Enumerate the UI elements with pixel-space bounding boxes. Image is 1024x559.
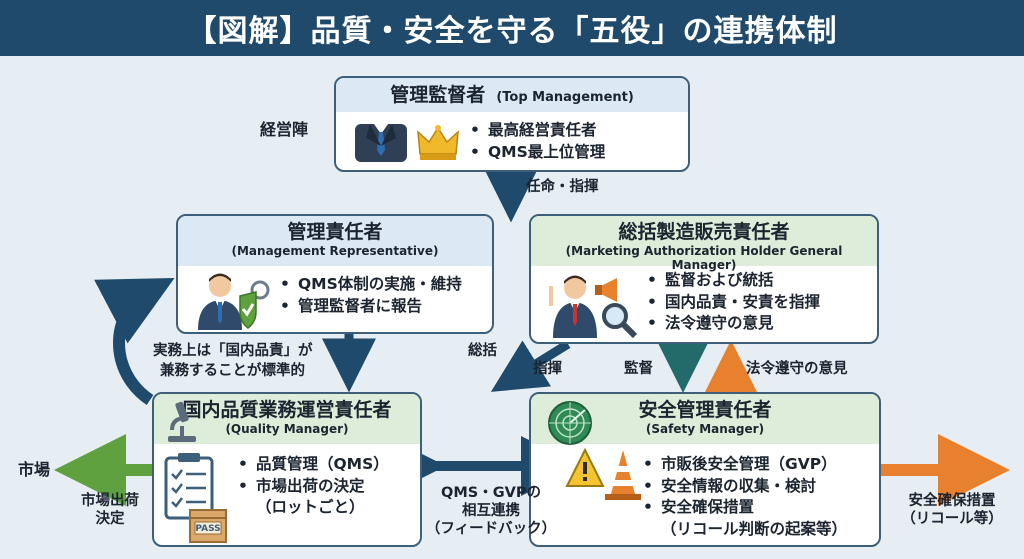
quality-manager-bullets: 品質管理（QMS） 市場出荷の決定 （ロットごと） — [234, 454, 389, 519]
top-management-title-en: (Top Management) — [496, 90, 634, 105]
executive-label: 経営陣 — [260, 120, 309, 139]
safety-manager-box: 安全管理責任者 (Safety Manager) 市販後安全管理（GVP） 安全… — [529, 392, 881, 547]
release-label-line1: 市場出荷 — [81, 493, 139, 509]
top-management-bullets: 最高経営責任者 QMS最上位管理 — [466, 120, 605, 163]
clipboard-checklist-icon: PASS — [164, 453, 227, 543]
appoint-label: 任命・指揮 — [526, 179, 599, 195]
general-manager-box: 総括製造販売責任者 (Marketing Authorization Holde… — [529, 214, 879, 344]
top-management-header: 管理監督者 (Top Management) — [336, 78, 688, 112]
management-rep-title: 管理責任者 — [287, 221, 383, 243]
list-item: 安全情報の収集・検討 — [639, 476, 847, 498]
compliance-label: 法令遵守の意見 — [746, 361, 848, 377]
market-label: 市場 — [18, 460, 51, 479]
summarize-label: 総括 — [468, 343, 497, 359]
quality-manager-title-en: (Quality Manager) — [225, 421, 349, 436]
mutual-cooperation-label: QMS・GVPの 相互連携 （フィードバック） — [424, 484, 558, 538]
safety-manager-bullets: 市販後安全管理（GVP） 安全情報の収集・検討 安全確保措置 （リコール判断の起… — [639, 454, 847, 541]
microscope-icon — [168, 401, 196, 442]
mutual-label-line3: （フィードバック） — [425, 521, 557, 538]
warning-cone-icon — [565, 447, 641, 500]
megaphone-magnifier-icon — [549, 275, 638, 338]
safety-measures-line1: 安全確保措置 — [908, 493, 996, 509]
manager-shield-icon — [198, 273, 270, 330]
management-rep-header: 管理責任者 (Management Representative) — [178, 216, 492, 266]
general-manager-title: 総括製造販売責任者 — [618, 221, 790, 243]
quality-manager-title: 国内品質業務運営責任者 — [182, 399, 392, 421]
mutual-label-line1: QMS・GVPの — [441, 485, 541, 501]
radar-icon — [548, 401, 592, 445]
list-item: 監督および統括 — [643, 270, 820, 292]
pass-stamp-text: PASS — [195, 524, 220, 534]
list-item: QMS体制の実施・維持 — [276, 274, 462, 296]
page-title: 【図解】品質・安全を守る「五役」の連携体制 — [0, 0, 1024, 56]
supervise-label: 監督 — [624, 361, 653, 377]
arrow-concurrent-loop — [94, 277, 175, 405]
top-management-box: 管理監督者 (Top Management) 最高経営責任者 QMS最上位管理 — [334, 76, 690, 172]
release-label-line2: 決定 — [95, 511, 125, 528]
safety-measures-label: 安全確保措置 （リコール等） — [884, 492, 1020, 528]
safety-manager-title-en: (Safety Manager) — [645, 421, 765, 436]
concurrent-label-line1: 実務上は「国内品責」が — [153, 343, 313, 359]
list-item: 最高経営責任者 — [466, 120, 605, 142]
safety-manager-title: 安全管理責任者 — [638, 399, 772, 421]
command-label: 指揮 — [533, 361, 562, 377]
quality-manager-box: 国内品質業務運営責任者 (Quality Manager) PASS 品質管理（… — [152, 392, 422, 547]
list-item: 市販後安全管理（GVP） — [639, 454, 847, 476]
arrow-gm-to-quality — [490, 340, 571, 392]
list-item: 法令遵守の意見 — [643, 313, 820, 335]
general-manager-bullets: 監督および統括 国内品責・安責を指揮 法令遵守の意見 — [643, 270, 820, 335]
mutual-label-line2: 相互連携 — [462, 503, 520, 520]
general-manager-header: 総括製造販売責任者 (Marketing Authorization Holde… — [531, 216, 877, 272]
list-item: QMS最上位管理 — [466, 142, 605, 164]
management-rep-title-en: (Management Representative) — [231, 243, 439, 258]
list-item: （リコール判断の起案等） — [661, 520, 848, 539]
safety-measures-line2: （リコール等） — [901, 511, 1003, 528]
concurrent-label-line2: 兼務することが標準的 — [160, 363, 305, 379]
list-item: （ロットごと） — [256, 498, 365, 517]
release-decision-label: 市場出荷 決定 — [70, 492, 150, 528]
list-item: 安全確保措置 — [639, 497, 847, 519]
list-item: 品質管理（QMS） — [234, 454, 389, 476]
crown-icon — [417, 125, 459, 160]
suit-icon — [355, 124, 407, 162]
management-rep-bullets: QMS体制の実施・維持 管理監督者に報告 — [276, 274, 462, 317]
list-item: 市場出荷の決定 — [234, 476, 389, 498]
quality-manager-header: 国内品質業務運営責任者 (Quality Manager) — [154, 394, 420, 444]
list-item: 管理監督者に報告 — [276, 296, 462, 318]
list-item: 国内品責・安責を指揮 — [643, 292, 820, 314]
top-management-title: 管理監督者 — [390, 84, 486, 106]
management-rep-box: 管理責任者 (Management Representative) QMS体制の… — [176, 214, 494, 334]
general-manager-title-en: (Marketing Authorization Holder General … — [565, 243, 843, 273]
